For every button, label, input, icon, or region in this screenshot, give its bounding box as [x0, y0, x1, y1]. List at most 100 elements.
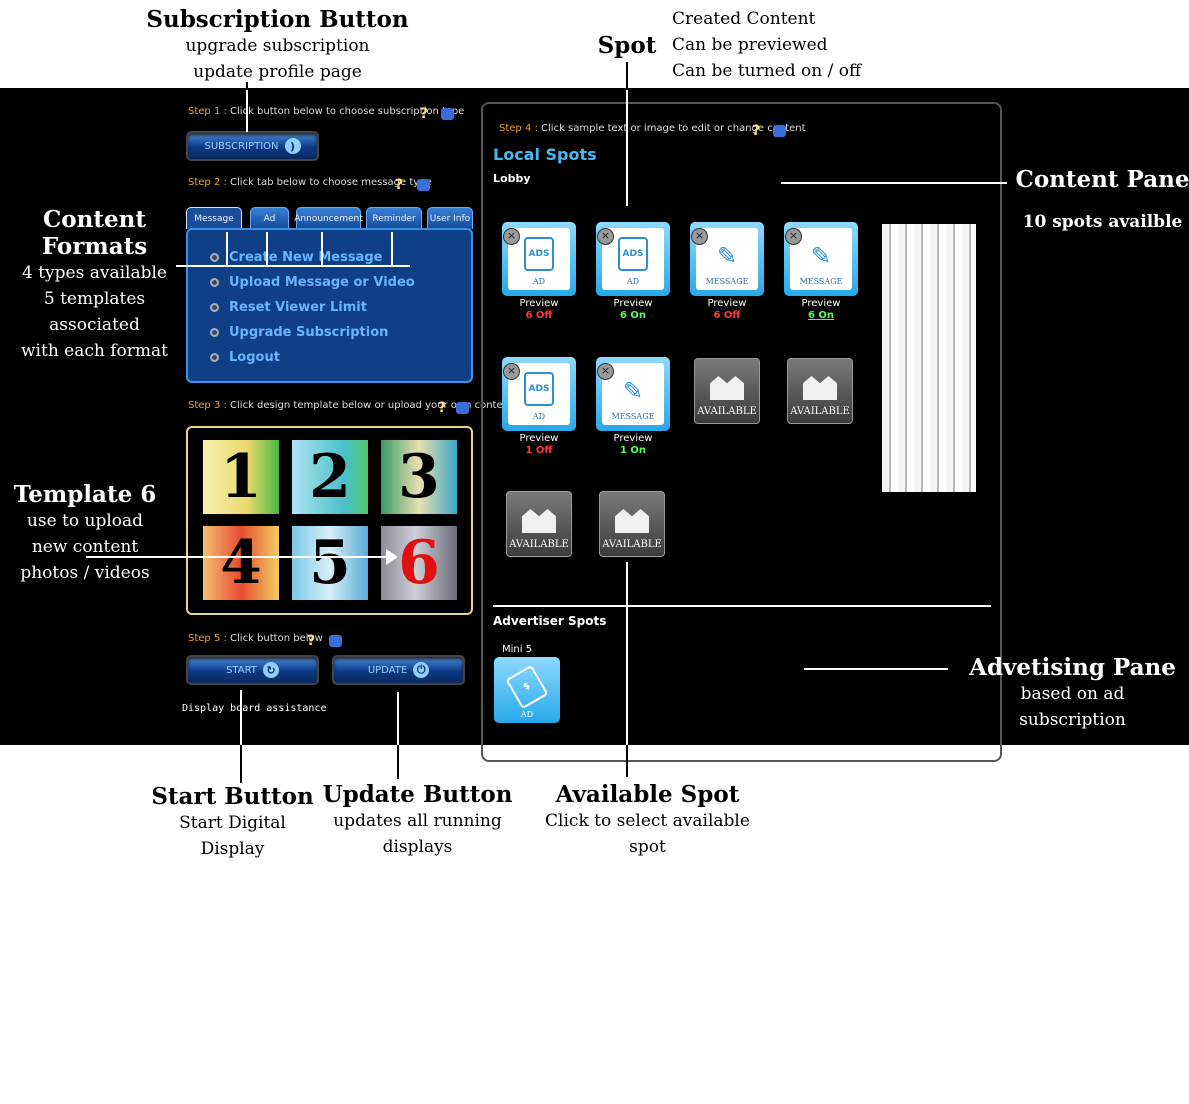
spot-3[interactable]: ×✎MESSAGE [690, 222, 764, 296]
callout-line [321, 232, 323, 266]
close-icon[interactable]: × [597, 363, 614, 380]
start-button[interactable]: START↻ [186, 655, 319, 685]
advertiser-spot[interactable]: $AD [494, 657, 560, 723]
annotation-text: subscription [1019, 710, 1126, 730]
close-icon[interactable]: × [597, 228, 614, 245]
status-toggle[interactable]: 6 Off [713, 310, 741, 321]
close-icon[interactable]: × [785, 228, 802, 245]
template-5[interactable]: 5 [292, 526, 368, 600]
content-pane [481, 102, 1002, 762]
spot-type: MESSAGE [799, 277, 843, 286]
video-help-icon[interactable] [417, 179, 430, 191]
spot-type: AD [532, 277, 546, 286]
power-icon: ⏻ [413, 662, 430, 678]
ads-icon: ADS [524, 237, 554, 271]
spot-1[interactable]: ×ADS AD [502, 222, 576, 296]
template-2[interactable]: 2 [292, 440, 368, 514]
status-toggle[interactable]: 1 On [619, 445, 647, 456]
spot-6[interactable]: ×✎MESSAGE [596, 357, 670, 431]
status-toggle[interactable]: 6 On [807, 310, 835, 321]
video-help-icon[interactable] [456, 402, 469, 414]
ads-icon: ADS [618, 237, 648, 271]
bullet-icon [210, 353, 219, 362]
close-icon[interactable]: × [503, 363, 520, 380]
annotation-title: Start Button [151, 783, 314, 810]
video-help-icon[interactable] [329, 635, 342, 647]
available-spot-10[interactable]: AVAILABLE [599, 491, 665, 557]
video-help-icon[interactable] [773, 125, 786, 137]
menu-item-reset-viewer-limit[interactable]: Reset Viewer Limit [210, 300, 367, 315]
available-spot-7[interactable]: AVAILABLE [694, 358, 760, 424]
template-1[interactable]: 1 [203, 440, 279, 514]
status-toggle[interactable]: 6 On [619, 310, 647, 321]
annotation-title: Template 6 [13, 481, 157, 508]
menu-item-create-new-message[interactable]: Create New Message [210, 250, 382, 265]
tab-announcement[interactable]: Announcement [294, 207, 363, 229]
spot-type: AD [626, 277, 640, 286]
tab-message[interactable]: Message [186, 207, 242, 229]
callout-line [246, 90, 248, 132]
ads-icon: ADS [524, 372, 554, 406]
annotation-title: Subscription Button [146, 6, 409, 33]
template-picker: 1 2 3 4 5 6 [186, 426, 473, 615]
callout-line [626, 745, 628, 777]
callout-line [176, 265, 410, 267]
help-icon[interactable]: ? [752, 123, 761, 139]
callout-line [266, 232, 268, 266]
callout-line [246, 82, 248, 90]
preview-link[interactable]: Preview [801, 298, 841, 309]
tab-user-info[interactable]: User Info [427, 207, 473, 229]
status-toggle[interactable]: 6 Off [525, 310, 553, 321]
menu-item-upgrade-subscription[interactable]: Upgrade Subscription [210, 325, 388, 340]
annotation-spot-title: Spot [597, 32, 657, 59]
annotation-text: update profile page [193, 62, 362, 82]
available-spot-9[interactable]: AVAILABLE [506, 491, 572, 557]
spot-2[interactable]: ×ADS AD [596, 222, 670, 296]
available-label: AVAILABLE [790, 406, 850, 417]
template-4[interactable]: 4 [203, 526, 279, 600]
annotation-title: Content Pane [1015, 166, 1189, 193]
update-button[interactable]: UPDATE⏻ [332, 655, 465, 685]
available-spot-8[interactable]: AVAILABLE [787, 358, 853, 424]
subscription-button[interactable]: SUBSCRIPTION) [186, 131, 319, 161]
close-icon[interactable]: × [503, 228, 520, 245]
help-icon[interactable]: ? [438, 400, 447, 416]
callout-line [226, 232, 228, 266]
preview-link[interactable]: Preview [613, 298, 653, 309]
spot-4[interactable]: ×✎MESSAGE [784, 222, 858, 296]
video-help-icon[interactable] [441, 108, 454, 120]
preview-link[interactable]: Preview [519, 298, 559, 309]
close-icon[interactable]: × [691, 228, 708, 245]
step-2: Step 2 : Click tab below to choose messa… [188, 177, 432, 188]
menu-item-upload[interactable]: Upload Message or Video [210, 275, 415, 290]
annotation-update: Update Button updates all running displa… [320, 781, 515, 860]
menu-item-logout[interactable]: Logout [210, 350, 280, 365]
annotation-text: spot [629, 837, 666, 857]
status-toggle[interactable]: 1 Off [525, 445, 553, 456]
available-label: AVAILABLE [697, 406, 757, 417]
rss-icon: ) [284, 138, 301, 154]
preview-link[interactable]: Preview [613, 433, 653, 444]
help-icon[interactable]: ? [420, 106, 429, 122]
template-3[interactable]: 3 [381, 440, 457, 514]
preview-link[interactable]: Preview [707, 298, 747, 309]
annotation-text: Click to select available [545, 811, 750, 831]
annotation-text: upgrade subscription [185, 36, 370, 56]
callout-line [626, 90, 628, 206]
annotation-title: Available Spot [555, 781, 740, 808]
tab-reminder[interactable]: Reminder [366, 207, 422, 229]
preview-link[interactable]: Preview [519, 433, 559, 444]
annotation-title: Update Button [322, 781, 513, 808]
app-screen [0, 88, 1189, 745]
help-icon[interactable]: ? [307, 633, 316, 649]
tab-ad[interactable]: Ad [250, 207, 289, 229]
bullet-icon [210, 303, 219, 312]
help-icon[interactable]: ? [395, 177, 404, 193]
